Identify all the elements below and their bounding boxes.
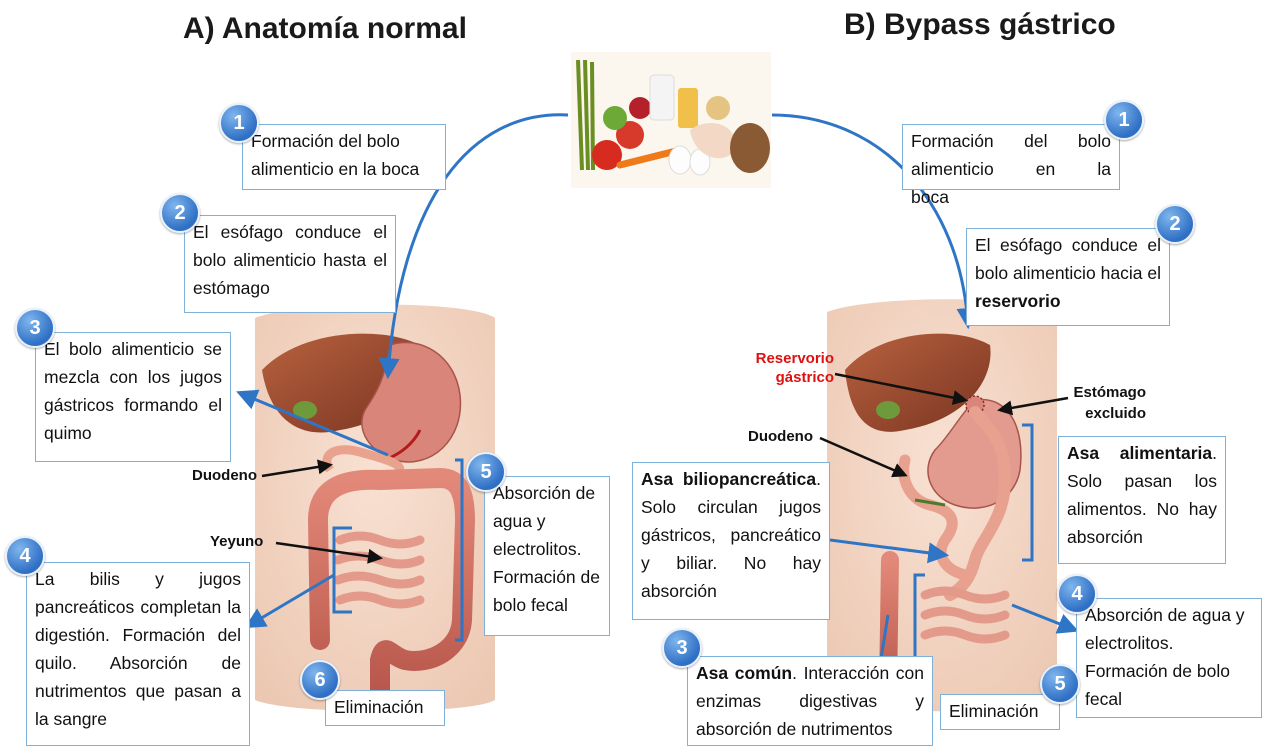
left-step1-text: Formación del bolo alimenticio en la boc… [251,131,419,179]
left-step4-box: La bilis y jugos pancreáticos completan … [26,562,250,746]
right-step1-badge: 1 [1104,100,1144,140]
asa-alimentaria-bold: Asa alimentaria [1067,443,1212,463]
left-step4-badge: 4 [5,536,45,576]
right-step2-bold: reservorio [975,291,1061,311]
right-step3-badge: 3 [662,628,702,668]
left-step2-text: El esófago conduce el bolo alimenticio h… [193,222,387,298]
left-step6-text: Eliminación [334,697,423,717]
title-anatomia-normal: A) Anatomía normal [183,12,467,46]
left-anatomy-illustration [255,305,495,712]
left-step4-text: La bilis y jugos pancreáticos completan … [35,569,241,729]
left-step5-badge: 5 [466,452,506,492]
right-step5-badge: 5 [1040,664,1080,704]
food-photo [571,52,771,188]
right-step4-box: Absorción de agua y electrolitos. Formac… [1076,598,1262,718]
right-step2-badge: 2 [1155,204,1195,244]
left-step3-badge: 3 [15,308,55,348]
asa-biliopancreatica-box: Asa biliopancreática. Solo circulan jugo… [632,462,830,620]
label-estomago-excluido: Estómago excluido [1066,382,1146,424]
title-bypass-gastrico: B) Bypass gástrico [844,8,1116,42]
left-step6-badge: 6 [300,660,340,700]
right-step4-badge: 4 [1057,574,1097,614]
label-reservorio-gastrico: Reservorio gástrico [752,349,834,387]
left-step1-badge: 1 [219,103,259,143]
asa-biliopancreatica-bold: Asa biliopancreática [641,469,816,489]
left-step6-box: Eliminación [325,690,445,726]
right-step2-box: El esófago conduce el bolo alimenticio h… [966,228,1170,326]
left-step5-text: Absorción de agua y electrolitos. Formac… [493,483,600,615]
left-step1-box: Formación del bolo alimenticio en la boc… [242,124,446,190]
left-step2-box: El esófago conduce el bolo alimenticio h… [184,215,396,313]
right-step5-box: Eliminación [940,694,1060,730]
right-step1-box: Formación del bolo alimenticio en la boc… [902,124,1120,190]
right-step4-text: Absorción de agua y electrolitos. Formac… [1085,605,1245,709]
right-step3-bold: Asa común [696,663,792,683]
left-step2-badge: 2 [160,193,200,233]
right-step2-text: El esófago conduce el bolo alimenticio h… [975,235,1161,283]
label-duodeno-left: Duodeno [192,467,257,484]
right-step5-text: Eliminación [949,701,1038,721]
right-anatomy-illustration [827,299,1057,711]
left-step3-box: El bolo alimenticio se mezcla con los ju… [35,332,231,462]
left-step3-text: El bolo alimenticio se mezcla con los ju… [44,339,222,443]
right-step3-box: Asa común. Interacción con enzimas diges… [687,656,933,746]
label-duodeno-right: Duodeno [748,428,813,445]
left-step5-box: Absorción de agua y electrolitos. Formac… [484,476,610,636]
asa-alimentaria-box: Asa alimentaria. Solo pasan los alimento… [1058,436,1226,564]
label-yeyuno: Yeyuno [210,533,263,550]
